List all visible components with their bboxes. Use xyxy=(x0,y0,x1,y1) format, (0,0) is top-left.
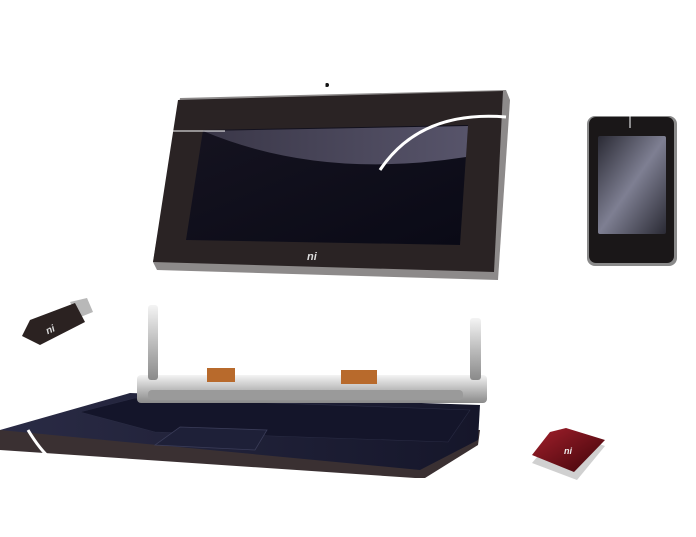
connector-left xyxy=(207,368,235,382)
usb-dongle: ni xyxy=(22,298,93,345)
screen-glare xyxy=(203,126,468,165)
phone xyxy=(587,116,677,266)
red-dongle: ni xyxy=(532,428,605,480)
dock-post-left xyxy=(148,305,158,380)
tablet-logo: ni xyxy=(307,251,318,263)
leader-lines xyxy=(26,72,631,491)
trackpad xyxy=(153,426,268,451)
keyboard-dock xyxy=(0,305,487,478)
dock-post-right xyxy=(470,318,481,380)
red-dongle-logo: ni xyxy=(564,446,572,456)
phone-screen xyxy=(598,136,666,234)
tablet: ni xyxy=(153,83,510,280)
camera-icon xyxy=(325,83,329,87)
connector-right xyxy=(341,370,377,384)
